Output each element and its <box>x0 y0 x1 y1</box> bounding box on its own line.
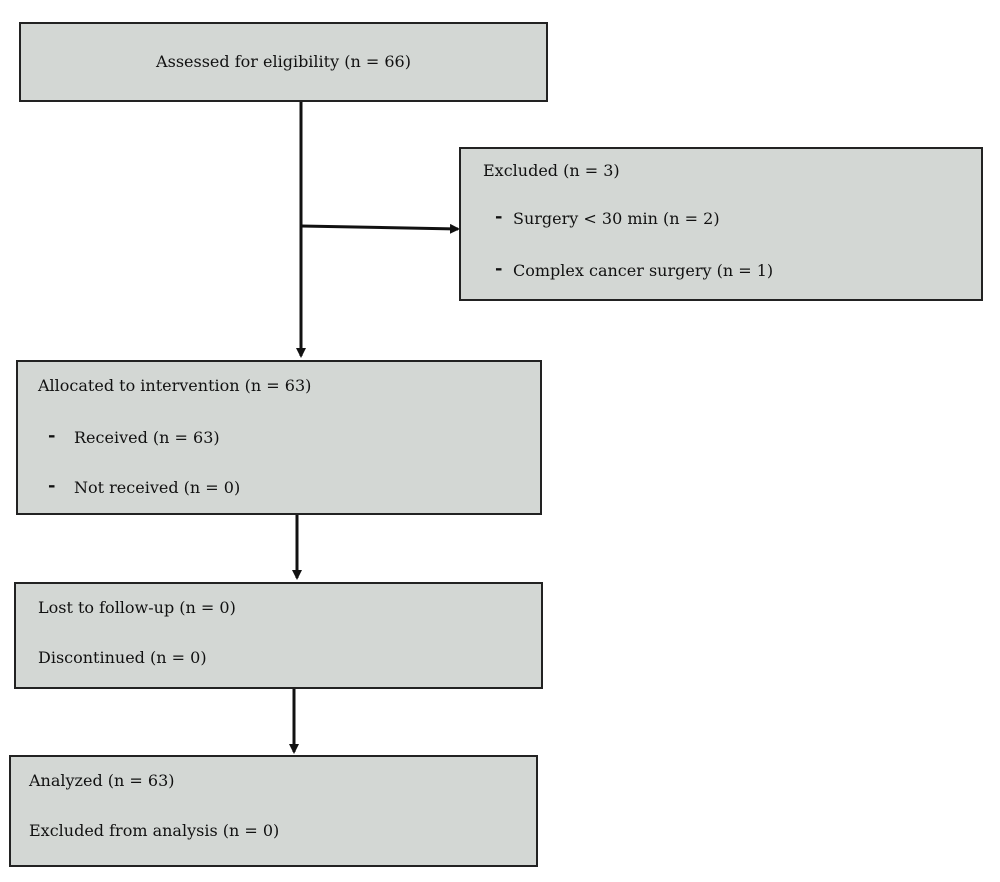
followup-line-2: Discontinued (n = 0) <box>38 648 207 667</box>
assessed-label: Assessed for eligibility (n = 66) <box>156 52 411 71</box>
allocated-item-1: Received (n = 63) <box>74 428 220 447</box>
allocated-title: Allocated to intervention (n = 63) <box>38 376 312 395</box>
allocated-item-2: Not received (n = 0) <box>74 478 241 497</box>
analysis-line-1: Analyzed (n = 63) <box>29 771 175 790</box>
excluded-box: Excluded (n = 3) - Surgery < 30 min (n =… <box>459 147 983 301</box>
assessed-box: Assessed for eligibility (n = 66) <box>19 22 548 102</box>
excluded-item-1: Surgery < 30 min (n = 2) <box>513 209 720 228</box>
excluded-bullet-1: - <box>495 206 503 227</box>
excluded-title: Excluded (n = 3) <box>483 161 620 180</box>
analysis-line-2: Excluded from analysis (n = 0) <box>29 821 280 840</box>
allocated-bullet-2: - <box>48 475 56 496</box>
allocated-bullet-1: - <box>48 425 56 446</box>
analysis-box: Analyzed (n = 63) Excluded from analysis… <box>9 755 538 867</box>
followup-box: Lost to follow-up (n = 0) Discontinued (… <box>14 582 543 689</box>
excluded-bullet-2: - <box>495 258 503 279</box>
arrow-to-excluded <box>300 223 460 234</box>
followup-line-1: Lost to follow-up (n = 0) <box>38 598 236 617</box>
excluded-item-2: Complex cancer surgery (n = 1) <box>513 261 774 280</box>
allocated-box: Allocated to intervention (n = 63) - Rec… <box>16 360 542 515</box>
